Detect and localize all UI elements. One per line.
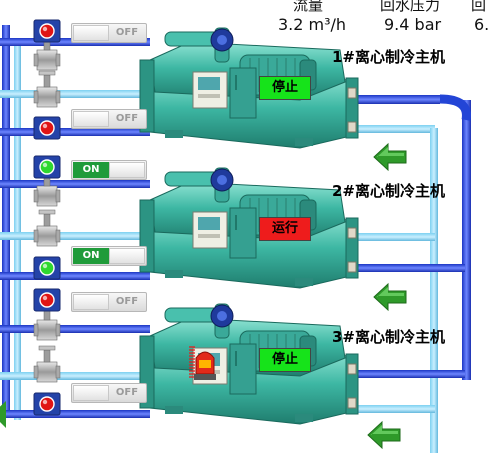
valve-icon[interactable]: [33, 70, 61, 108]
chiller-3-name: 3#离心制冷主机: [332, 328, 446, 346]
left-arrow-icon: [367, 421, 401, 449]
valve-icon[interactable]: [33, 209, 61, 247]
flow-value: 3.2 m³/h: [278, 15, 347, 34]
chiller-1-status[interactable]: 停止: [259, 76, 311, 100]
chiller-2-supply-valve-switch[interactable]: ON: [71, 160, 147, 180]
left-arrow-icon: [0, 401, 6, 428]
indicator-lamp-icon: [33, 116, 61, 140]
cut-label: 回: [471, 0, 487, 14]
alarm-beacon-icon: [189, 346, 216, 380]
left-arrow-icon: [373, 143, 407, 171]
return-pressure-label: 回水压力: [380, 0, 441, 14]
chiller-3-return-valve-switch[interactable]: OFF: [71, 383, 147, 403]
cut-value: 6.: [474, 15, 490, 34]
valve-icon[interactable]: [33, 345, 61, 383]
chiller-2-name: 2#离心制冷主机: [332, 182, 446, 200]
indicator-lamp-icon: [33, 155, 61, 179]
chiller-3-status[interactable]: 停止: [259, 348, 311, 372]
chiller-unit: [139, 303, 359, 425]
chiller-2-status[interactable]: 运行: [259, 217, 311, 241]
left-arrow-icon: [373, 283, 407, 311]
chiller-unit: [139, 27, 359, 149]
flow-label: 流量: [293, 0, 324, 14]
chiller-unit: [139, 167, 359, 289]
chiller-3-supply-valve-switch[interactable]: OFF: [71, 292, 147, 312]
chiller-1-name: 1#离心制冷主机: [332, 48, 446, 66]
indicator-lamp-icon: [33, 256, 61, 280]
indicator-lamp-icon: [33, 19, 61, 43]
indicator-lamp-icon: [33, 392, 61, 416]
return-pressure-value: 9.4 bar: [384, 15, 442, 34]
chiller-1-return-valve-switch[interactable]: OFF: [71, 109, 147, 129]
chiller-1-supply-valve-switch[interactable]: OFF: [71, 23, 147, 43]
chiller-2-return-valve-switch[interactable]: ON: [71, 246, 147, 266]
indicator-lamp-icon: [33, 288, 61, 312]
